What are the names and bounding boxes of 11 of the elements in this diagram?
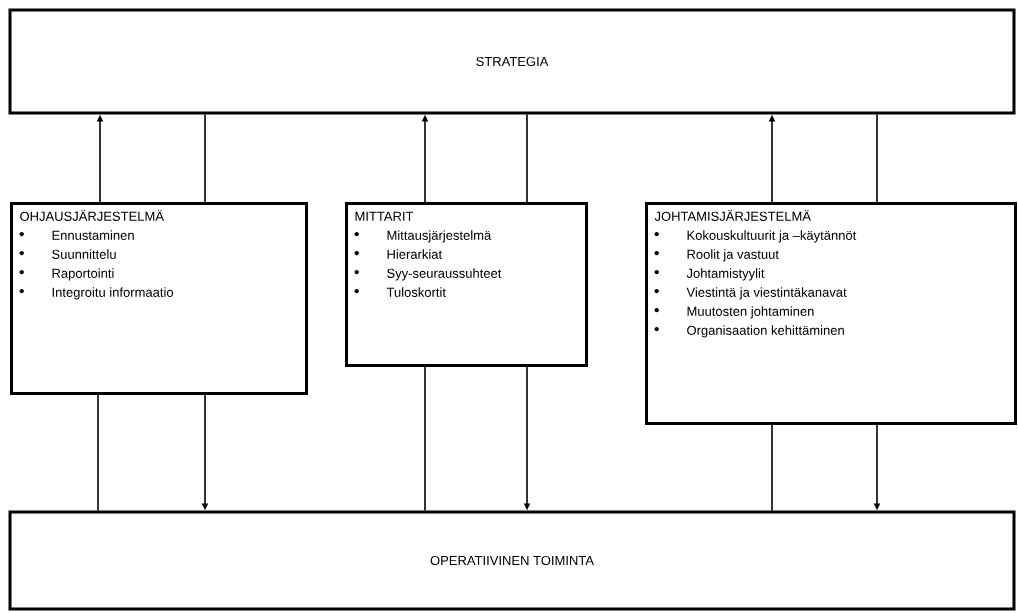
connector-line: [204, 113, 206, 203]
connector-line: [771, 424, 773, 512]
system-box: OHJAUSJÄRJESTELMÄ Ennustaminen Suunnittelu Raportointi Integroitu informaatio: [10, 202, 308, 395]
connector-line: [526, 113, 528, 203]
connector-line: [424, 366, 426, 512]
strategy-box: STRATEGIA: [8, 8, 1016, 115]
connector-line: [97, 394, 99, 512]
connector-line: [876, 113, 878, 203]
operations-box: OPERATIIVINEN TOIMINTA: [8, 510, 1016, 611]
system-box: JOHTAMISJÄRJESTELMÄ Kokouskultuurit ja –käytännöt Roolit ja vastuut Johtamistyylit Viestintä ja viestintäkanavat Muutosten johtaminen Organisaation kehittäminen: [645, 202, 1017, 425]
system-box: MITTARIT Mittausjärjestelmä Hierarkiat Syy-seuraussuhteet Tuloskortit: [345, 202, 588, 367]
